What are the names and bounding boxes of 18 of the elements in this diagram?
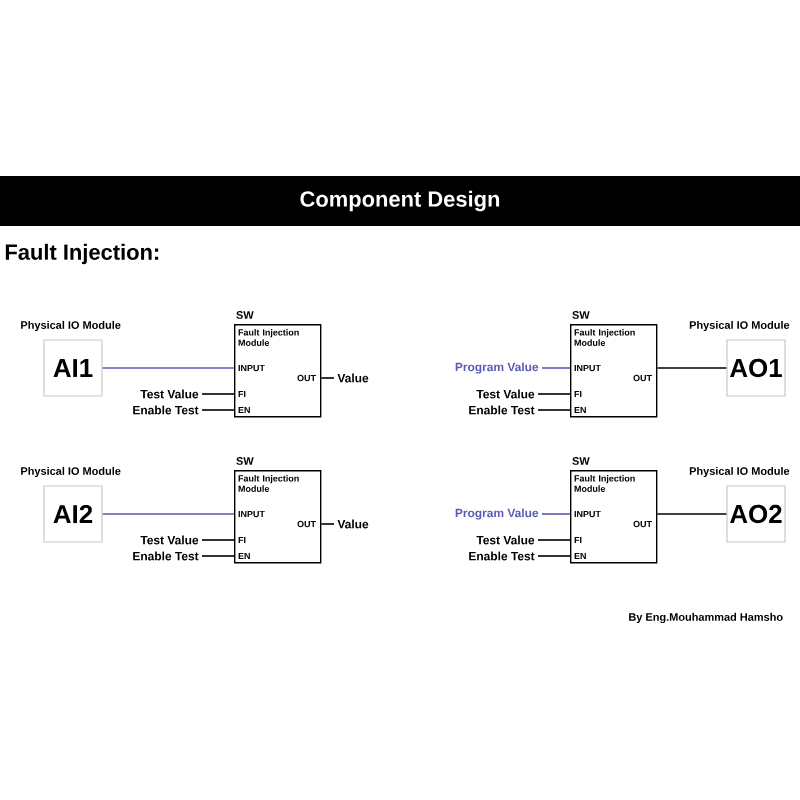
section-heading: Fault Injection: [5, 243, 159, 265]
title-banner: Component Design [0, 176, 800, 226]
signal-line [656, 367, 728, 369]
signal-line [320, 377, 335, 379]
signal-line [201, 555, 235, 557]
signal-line [201, 393, 235, 395]
signal-line [201, 409, 235, 411]
signal-line [541, 513, 571, 515]
signal-line [537, 393, 571, 395]
signal-line [201, 539, 235, 541]
signal-line [656, 513, 728, 515]
signal-line [320, 523, 335, 525]
signal-line [537, 539, 571, 541]
signal-line [541, 367, 571, 369]
signal-line [101, 367, 235, 369]
signal-line [537, 555, 571, 557]
signal-line [101, 513, 235, 515]
signal-line [537, 409, 571, 411]
